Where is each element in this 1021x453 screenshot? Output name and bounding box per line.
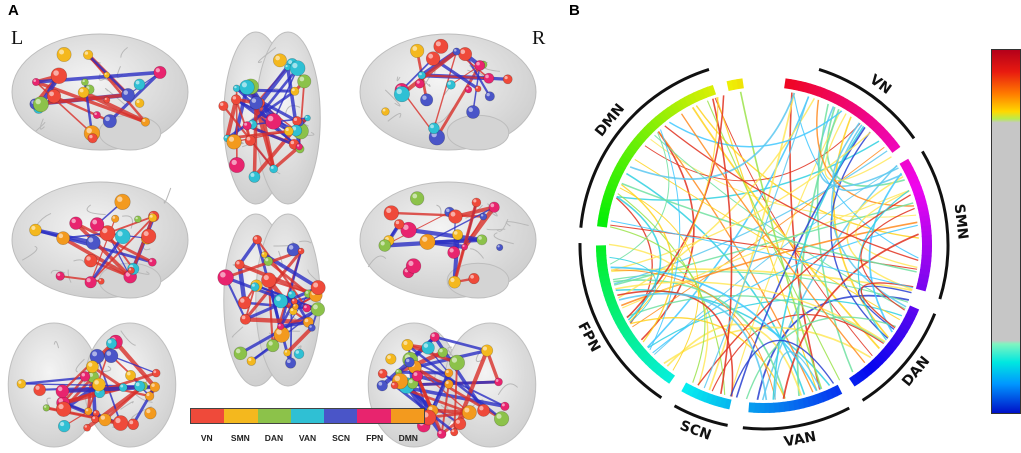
legend-label-scn: SCN [332, 433, 351, 443]
connection-strength-colorbar [991, 49, 1021, 414]
ring-node-segments [595, 78, 933, 414]
right-hemisphere-label: R [532, 27, 546, 49]
network-arc-fpn [578, 243, 663, 399]
network-label-dan: DAN [899, 353, 933, 390]
legend-swatch-fpn [357, 409, 391, 423]
connection-chords [608, 91, 919, 401]
network-arc-smn [921, 150, 950, 300]
brain-view-axial-bottom [217, 213, 326, 387]
legend-swatch-dan [257, 409, 291, 423]
panel-b-label: B [569, 2, 580, 19]
legend-swatch-scn [324, 409, 358, 423]
network-arc-dan [861, 313, 937, 402]
legend-label-vn: VN [200, 433, 213, 443]
left-hemisphere-label: L [11, 27, 24, 49]
legend-label-fpn: FPN [366, 433, 384, 443]
legend-swatch-van [290, 409, 325, 423]
legend-label-smn: SMN [230, 433, 250, 443]
legend-swatch-smn [224, 409, 258, 423]
network-arc-van [742, 406, 850, 431]
legend-label-van: VAN [298, 433, 317, 443]
network-label-smn: SMN [951, 203, 971, 240]
legend-swatch-vn [191, 409, 225, 423]
brain-view-sagittal-left-top [11, 33, 189, 151]
network-label-van: VAN [783, 429, 818, 451]
brain-view-axial-top [218, 31, 321, 205]
network-arc-vn [818, 67, 916, 140]
network-label-dmn: DMN [592, 101, 628, 140]
legend-label-dan: DAN [264, 433, 284, 443]
legend-label-dmn: DMN [398, 433, 418, 443]
brain-view-sagittal-right-mid [359, 181, 537, 299]
network-arc-scn [673, 404, 728, 427]
brain-view-coronal-left [7, 322, 177, 448]
panel-a-label: A [8, 2, 19, 19]
brain-view-sagittal-right-top [359, 33, 537, 151]
legend-swatch-dmn [390, 409, 424, 423]
network-color-legend [190, 408, 425, 424]
brain-view-sagittal-left-mid [11, 181, 189, 299]
network-legend-labels: VN SMN DAN VAN SCN FPN DMN [190, 433, 425, 443]
network-arc-dmn [579, 67, 710, 228]
